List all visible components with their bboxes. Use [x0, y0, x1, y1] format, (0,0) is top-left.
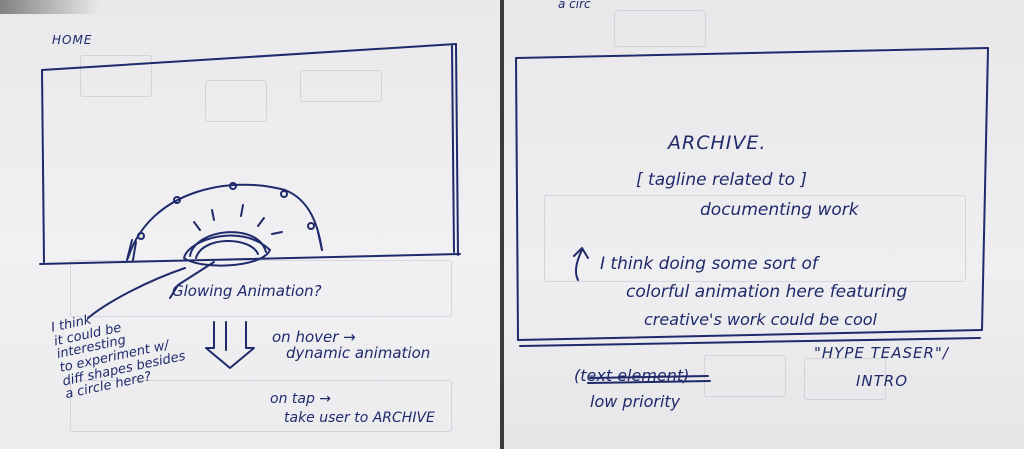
intro-label: INTRO — [856, 372, 909, 390]
right-sketch-photo: a circ ARCHIVE. [ tagline related to ] d… — [504, 0, 1024, 449]
crossed-text-element: (text element) — [574, 366, 690, 385]
tagline-line: [ tagline related to ] — [636, 170, 808, 190]
photo-shadow — [0, 0, 100, 14]
ghost-mark — [804, 358, 886, 400]
ghost-mark — [544, 195, 966, 282]
tap-note: on tap → take user to ARCHIVE — [270, 392, 435, 425]
ghost-mark — [205, 80, 267, 122]
ghost-mark — [70, 260, 452, 317]
home-label: HOME — [52, 33, 93, 47]
hype-teaser-label: "HYPE TEASER"/ — [814, 344, 949, 362]
animation-note-line: colorful animation here featuring — [626, 282, 908, 302]
glowing-animation-note: Glowing Animation? — [172, 282, 322, 300]
left-sketch-photo: HOME Glowing Animation? I think it could… — [0, 0, 500, 449]
archive-title: ARCHIVE. — [668, 132, 767, 154]
archive-wireframe-drawing — [515, 47, 989, 384]
low-priority-note: low priority — [590, 392, 681, 411]
ghost-mark — [300, 70, 382, 102]
tap-note-line: on tap → — [270, 391, 332, 407]
hover-note-line: on hover → — [272, 328, 356, 346]
tap-note-line: take user to ARCHIVE — [284, 409, 435, 426]
tagline-line: documenting work — [700, 200, 859, 220]
top-scribble: a circ — [558, 0, 591, 11]
ghost-mark — [70, 380, 452, 432]
animation-note-line: I think doing some sort of — [600, 254, 818, 274]
animation-note-line: creative's work could be cool — [644, 310, 877, 329]
home-wireframe-drawing — [39, 43, 461, 369]
ghost-mark — [614, 10, 706, 47]
ghost-mark — [80, 55, 152, 97]
hover-note-line: dynamic animation — [286, 343, 431, 362]
hover-note: on hover → dynamic animation — [272, 328, 431, 362]
